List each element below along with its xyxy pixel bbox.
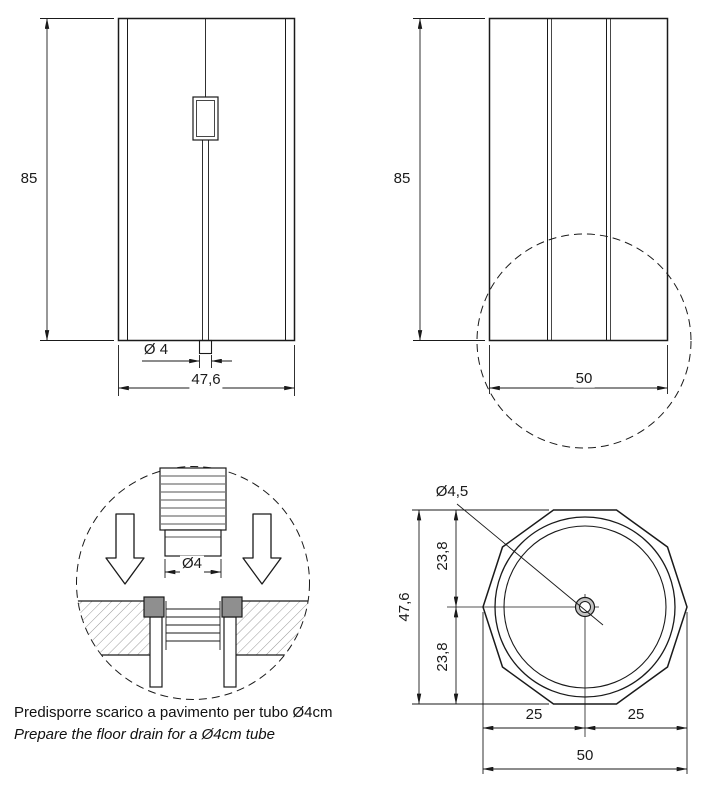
detail-tube-dim-label: Ø4 [179, 554, 205, 573]
corrugated-tube [159, 467, 227, 557]
front-view [117, 17, 296, 355]
note-english: Prepare the floor drain for a Ø4cm tube [14, 726, 275, 743]
top-view [447, 503, 688, 737]
detail-bubble-circle [76, 466, 310, 700]
front-width-dim-label: 47,6 [189, 370, 223, 389]
front-outlet-stub [198, 339, 213, 355]
socket-flange-right [221, 596, 243, 618]
down-arrow-right-icon [242, 513, 282, 585]
front-view-dimensions [40, 18, 295, 396]
top-total-width-dim-label: 50 [574, 746, 596, 765]
front-drain-fitting-inner [196, 100, 215, 137]
side-view [476, 17, 692, 449]
top-half-height-bottom-dim-label: 23,8 [433, 640, 452, 674]
detail-view [76, 466, 310, 700]
front-drain-dim-label: Ø 4 [141, 340, 171, 359]
top-half-height-top-dim-label: 23,8 [433, 539, 452, 573]
top-view-dimensions [412, 509, 688, 774]
socket-flange-left [143, 596, 165, 618]
tube-collar [164, 529, 222, 557]
side-column-outline [488, 17, 669, 342]
front-drain-fitting [192, 96, 219, 141]
top-drain-dim-label: Ø4,5 [433, 482, 471, 501]
insert-arrows [105, 513, 282, 585]
drain-leader-line [456, 503, 604, 626]
front-height-dim-label: 85 [18, 169, 40, 188]
top-half-width-left-dim-label: 25 [523, 705, 545, 724]
down-arrow-left-icon [105, 513, 145, 585]
tube-in-socket [165, 601, 221, 650]
socket-wall-right [223, 616, 237, 688]
drain-hole-inner [579, 601, 591, 613]
floor-hatch-left [76, 601, 150, 655]
front-column-outline [117, 17, 296, 342]
note-italian: Predisporre scarico a pavimento per tubo… [14, 704, 333, 721]
top-total-height-dim-label: 47,6 [395, 590, 414, 624]
top-half-width-right-dim-label: 25 [625, 705, 647, 724]
side-height-dim-label: 85 [391, 169, 413, 188]
socket-wall-left [149, 616, 163, 688]
floor-hatch-right [236, 601, 310, 655]
side-width-dim-label: 50 [573, 369, 595, 388]
drain-socket [143, 596, 243, 688]
detail-reference-circle [476, 233, 692, 449]
side-view-dimensions [413, 18, 668, 394]
